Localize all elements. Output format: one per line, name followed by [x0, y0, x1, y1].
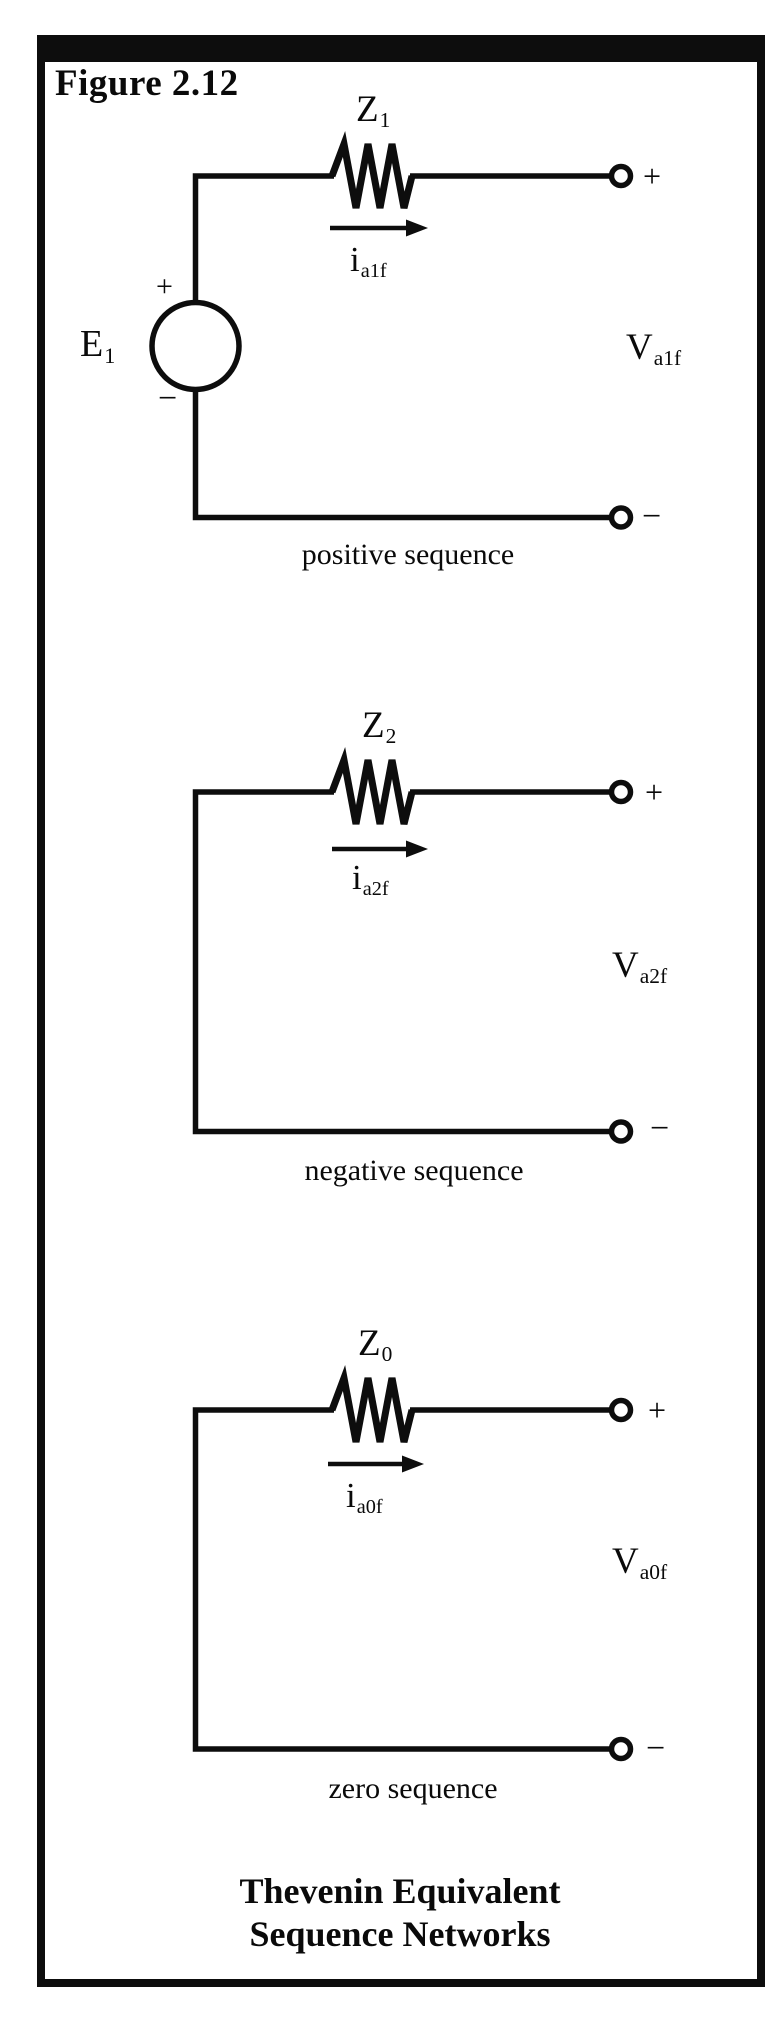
terminal-plus-label: + [643, 158, 662, 194]
current-label: ia0f [346, 1476, 383, 1519]
terminal-plus-label: + [648, 1392, 667, 1428]
voltage-label: Va0f [612, 1541, 668, 1585]
source-name-label: E1 [80, 323, 116, 368]
figure-label: Figure 2.12 [55, 63, 239, 104]
terminal-minus-label: − [650, 1110, 670, 1147]
sequence-caption: negative sequence [304, 1154, 524, 1187]
terminal-minus-label: − [642, 498, 662, 535]
current-label: ia1f [350, 240, 387, 283]
figure-caption: Thevenin Equivalent Sequence Networks [180, 1870, 620, 1956]
source-minus-label: − [158, 380, 178, 417]
terminal-minus-label: − [646, 1730, 666, 1767]
figure-frame [37, 35, 765, 1987]
impedance-label: Z2 [362, 705, 397, 749]
voltage-label: Va1f [626, 327, 682, 371]
sequence-caption: positive sequence [301, 538, 515, 571]
terminal-plus-label: + [645, 774, 664, 810]
figure-caption-line2: Sequence Networks [249, 1914, 551, 1954]
source-plus-label: + [156, 270, 173, 303]
voltage-label: Va2f [612, 945, 668, 989]
figure-caption-line1: Thevenin Equivalent [239, 1871, 561, 1911]
impedance-label: Z0 [358, 1323, 393, 1367]
current-label: ia2f [352, 858, 389, 901]
impedance-label: Z1 [356, 89, 391, 133]
sequence-caption: zero sequence [328, 1772, 498, 1805]
